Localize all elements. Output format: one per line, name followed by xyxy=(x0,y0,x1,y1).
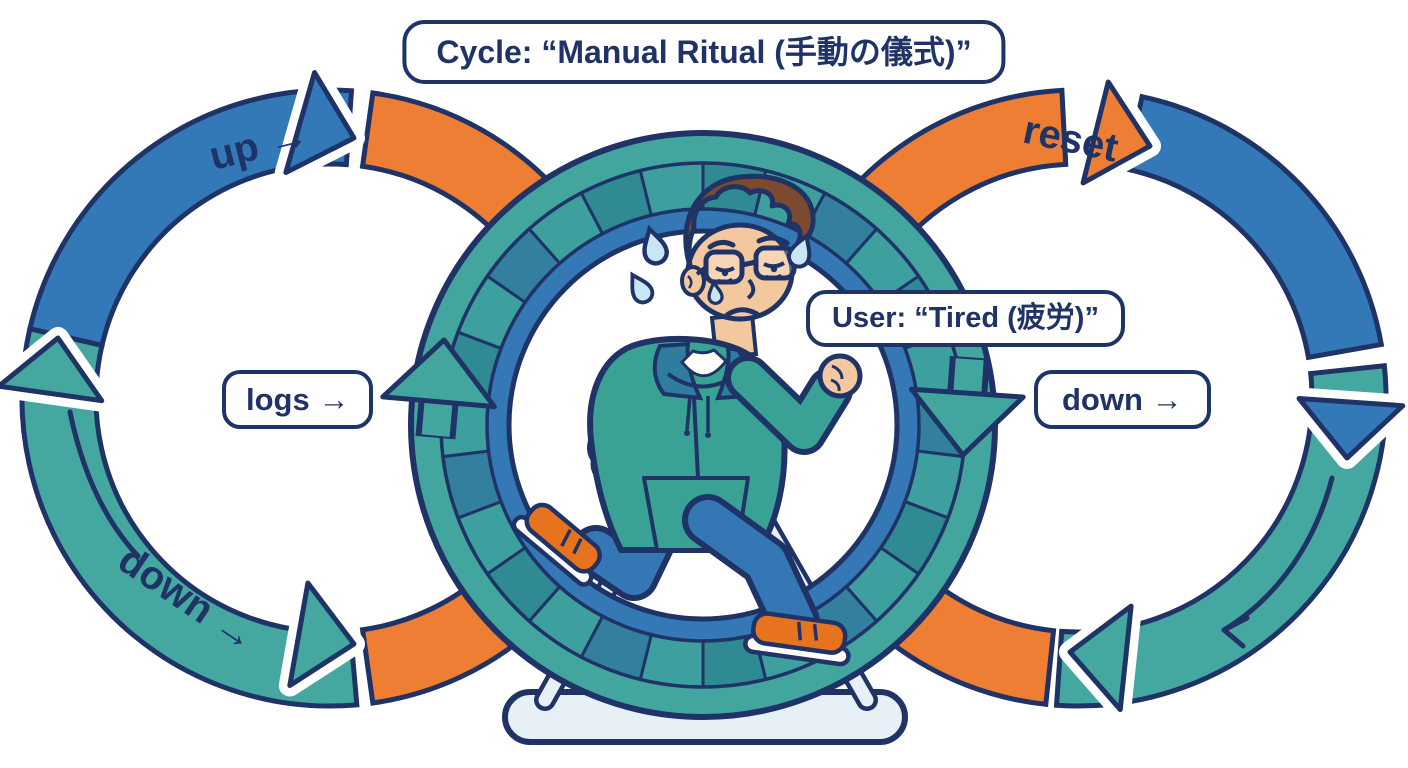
sweat-drop xyxy=(642,224,669,266)
wheel-ring-outline xyxy=(485,207,921,643)
user-tired-box: User: “Tired (疲労)” xyxy=(806,290,1125,347)
down-text: down → xyxy=(1062,382,1183,417)
tee-shirt xyxy=(679,348,729,378)
cycle-arrowhead-blue xyxy=(283,70,357,176)
tired-runner xyxy=(511,173,863,667)
cycle-arc-blue xyxy=(1123,93,1385,361)
nose xyxy=(746,278,756,300)
right-cycle-arrows xyxy=(789,70,1408,721)
front-sneaker xyxy=(743,611,851,667)
wheel-arrow-up-icon xyxy=(380,337,497,410)
drawstrings xyxy=(685,395,710,432)
cycle-arrowhead-teal xyxy=(287,580,357,688)
motion-lines xyxy=(67,409,1335,649)
title-text: Cycle: “Manual Ritual (手動の儀式)” xyxy=(436,34,972,70)
sweat-drop xyxy=(786,232,812,269)
runner-front-arm xyxy=(725,353,863,455)
title-box: Cycle: “Manual Ritual (手動の儀式)” xyxy=(402,20,1006,85)
motion-arrow-tip xyxy=(1221,615,1250,649)
wheel-direction-arrows xyxy=(380,337,1026,458)
motion-line-right xyxy=(1221,475,1335,633)
glasses-left-lens xyxy=(703,249,745,285)
glasses-bridge xyxy=(741,259,757,268)
logs-label-box: logs → xyxy=(222,370,374,430)
runner-torso xyxy=(587,311,788,553)
eyebrow-left xyxy=(707,239,736,250)
eyebrow-right xyxy=(756,235,790,246)
rear-sneaker xyxy=(511,502,602,587)
wheel-ring-outline xyxy=(506,228,900,622)
frown-mouth xyxy=(724,307,760,318)
front-fist xyxy=(817,353,863,399)
cycle-arrowhead-orange xyxy=(1080,79,1153,186)
cycle-arrowhead-blue xyxy=(1296,396,1406,461)
sweat-drop xyxy=(707,279,724,305)
cycle-arrowhead-teal xyxy=(1067,603,1134,713)
hair xyxy=(683,173,816,269)
sweat-drop xyxy=(630,271,655,305)
sweat-drops xyxy=(630,224,812,305)
runner-front-leg xyxy=(682,494,851,667)
user-text: User: “Tired (疲労)” xyxy=(832,302,1099,334)
down-label-box: down → xyxy=(1034,370,1211,430)
wheel-arrow-down-icon xyxy=(908,386,1026,458)
cycle-arc-blue xyxy=(26,87,355,349)
motion-line-left xyxy=(67,409,141,559)
cycle-arrowhead-teal xyxy=(0,335,105,404)
logs-text: logs → xyxy=(246,382,350,417)
